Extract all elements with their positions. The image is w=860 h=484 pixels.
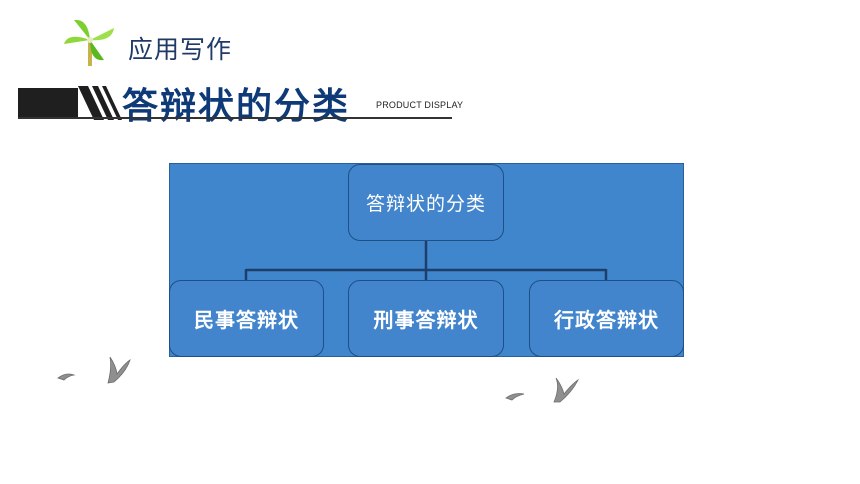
section-subtitle: 应用写作 xyxy=(128,35,233,64)
pinwheel-logo-icon xyxy=(64,19,114,66)
page-title: 答辩状的分类 xyxy=(122,86,351,127)
child-node-criminal: 刑事答辩状 xyxy=(348,280,504,357)
title-bar-stripes xyxy=(78,86,124,120)
title-underline xyxy=(18,117,452,119)
child-node-administrative: 行政答辩状 xyxy=(529,280,684,357)
product-display-tag: PRODUCT DISPLAY xyxy=(376,100,464,110)
root-node: 答辩状的分类 xyxy=(348,164,504,241)
child-node-civil: 民事答辩状 xyxy=(169,280,324,357)
